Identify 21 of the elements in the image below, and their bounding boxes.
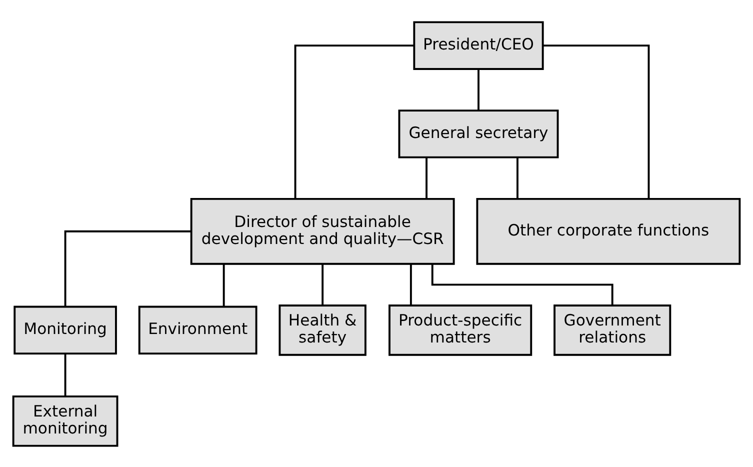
connector: [426, 157, 428, 198]
connector: [478, 68, 480, 110]
connector: [516, 157, 518, 198]
connector: [222, 264, 225, 306]
connector: [64, 353, 66, 396]
connector: [64, 230, 192, 306]
node-box: Health & safety: [278, 304, 366, 356]
node-box: Monitoring: [14, 305, 117, 354]
node-box: Director of sustainable development and quality—CSR: [190, 197, 455, 264]
connector: [322, 264, 324, 304]
node-box: Government relations: [554, 304, 672, 356]
node-box: President/CEO: [413, 20, 544, 70]
node-box: General secretary: [398, 109, 559, 158]
connector: [294, 44, 414, 198]
node-box: Product-specific matters: [388, 304, 532, 356]
node-box: Environment: [138, 305, 258, 354]
node-box: Other corporate functions: [476, 197, 741, 264]
connector: [410, 264, 412, 304]
connector: [431, 264, 614, 305]
connector: [542, 44, 650, 198]
node-box: External monitoring: [12, 394, 118, 446]
